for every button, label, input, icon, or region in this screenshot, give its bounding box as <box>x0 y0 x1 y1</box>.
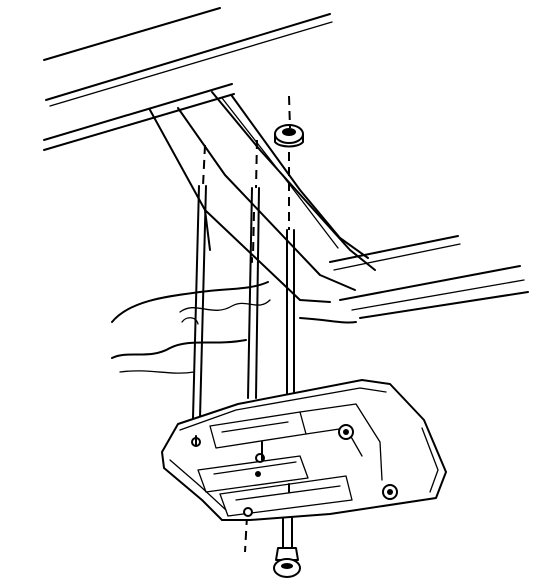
underbody-contour <box>111 281 357 374</box>
skid-plate <box>161 379 447 521</box>
bolt <box>273 517 301 578</box>
frame-rail-lower <box>329 235 529 319</box>
nut <box>274 124 304 148</box>
crossmember <box>149 91 376 303</box>
studs <box>192 185 295 419</box>
frame-rail-upper <box>43 7 333 151</box>
